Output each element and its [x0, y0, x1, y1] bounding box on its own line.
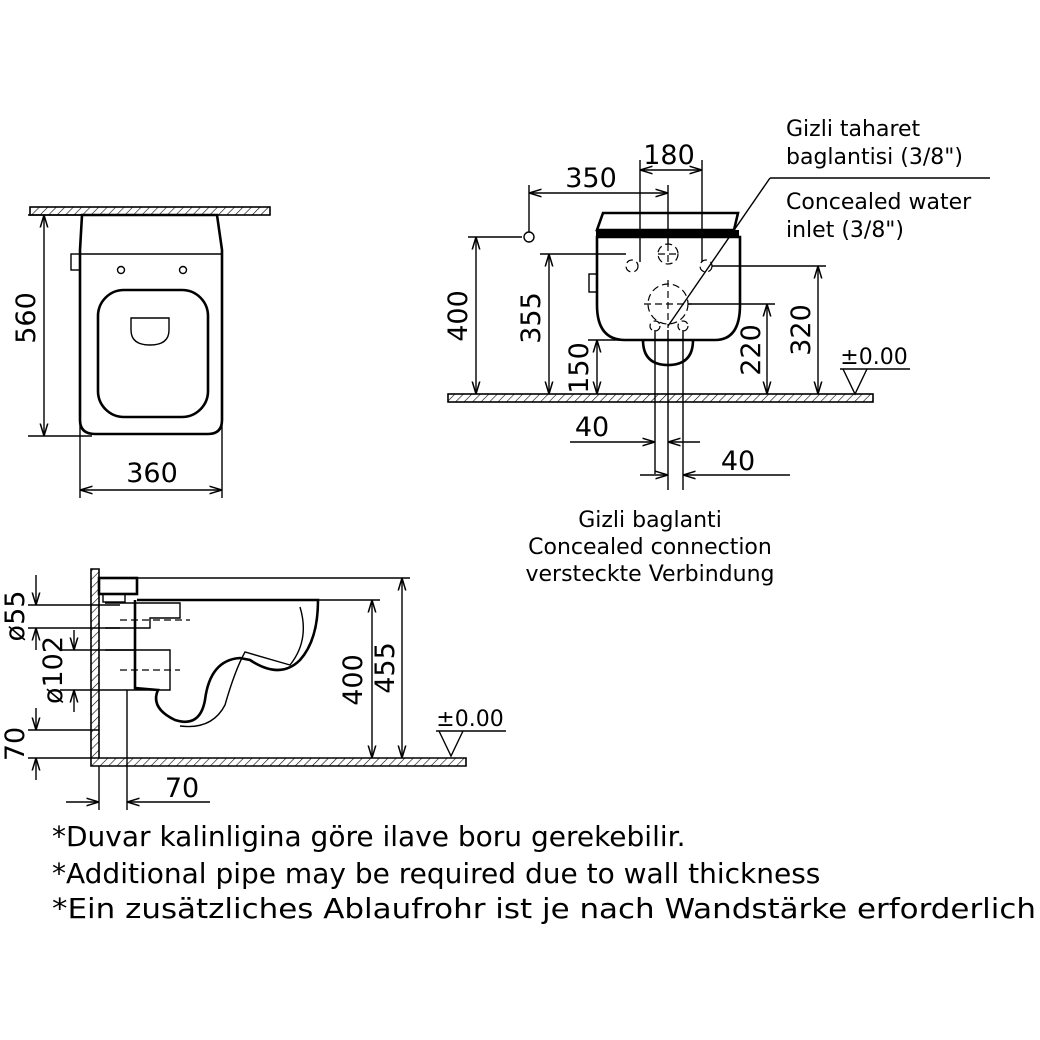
note-de: *Ein zusätzliches Ablaufrohr ist je nach… — [52, 892, 1036, 925]
water-inlet-label-en-2: inlet (3/8") — [786, 218, 904, 243]
side-view-bowl-outline — [133, 598, 320, 724]
dim-side-55: ø55 — [0, 591, 31, 642]
side-bracket — [70, 253, 81, 271]
floor-level-side: ±0.00 — [436, 707, 503, 732]
dim-front-220: 220 — [736, 324, 767, 376]
side-view-wall-floor — [90, 568, 467, 767]
dim-front-150: 150 — [564, 342, 595, 394]
dim-front-40-left: 40 — [575, 412, 609, 443]
front-view-bracket — [588, 273, 598, 293]
water-inlet-label-en-1: Concealed water — [786, 190, 972, 215]
water-inlet-label-tr-1: Gizli taharet — [786, 117, 921, 142]
dim-top-length: 560 — [11, 292, 42, 344]
water-inlet-label-tr-2: baglantisi (3/8") — [786, 145, 963, 170]
front-view: 180 350 400 355 150 220 320 ±0.00 40 — [443, 117, 990, 587]
dim-front-180: 180 — [643, 140, 695, 171]
dim-top-width: 360 — [126, 458, 178, 489]
dim-side-70-vertical: 70 — [0, 727, 31, 761]
water-inlet-symbol — [523, 231, 535, 243]
dim-side-102: ø102 — [38, 636, 69, 704]
dim-front-355: 355 — [516, 292, 547, 344]
seat-fixing-hole — [116, 265, 126, 275]
dim-front-40-right: 40 — [721, 446, 755, 477]
dim-front-350: 350 — [565, 163, 617, 194]
dim-side-70-horizontal: 70 — [165, 773, 199, 804]
connection-label-en: Concealed connection — [528, 535, 772, 560]
note-en: *Additional pipe may be required due to … — [52, 857, 820, 890]
top-view-drain-opening — [130, 317, 170, 346]
side-view: ø55 ø102 70 400 455 ±0.00 70 — [0, 568, 506, 810]
notes: *Duvar kalinligina göre ilave boru gerek… — [52, 820, 1036, 925]
note-tr: *Duvar kalinligina göre ilave boru gerek… — [52, 820, 685, 853]
dim-side-400: 400 — [338, 654, 369, 706]
side-view-inlet-pipe — [105, 602, 181, 629]
front-view-floor — [447, 393, 874, 403]
seat-fixing-hole — [178, 265, 188, 275]
connection-label-de: versteckte Verbindung — [526, 562, 775, 587]
side-view-fixing-plate — [97, 576, 139, 596]
front-view-bowl-body — [595, 235, 742, 342]
connection-label-tr: Gizli baglanti — [578, 508, 722, 533]
dim-front-400: 400 — [443, 290, 474, 342]
top-view: 560 360 — [11, 206, 271, 498]
dim-front-320: 320 — [786, 304, 817, 356]
floor-level-front: ±0.00 — [840, 345, 907, 370]
dim-side-455: 455 — [370, 642, 401, 694]
top-view-seat — [96, 288, 210, 419]
